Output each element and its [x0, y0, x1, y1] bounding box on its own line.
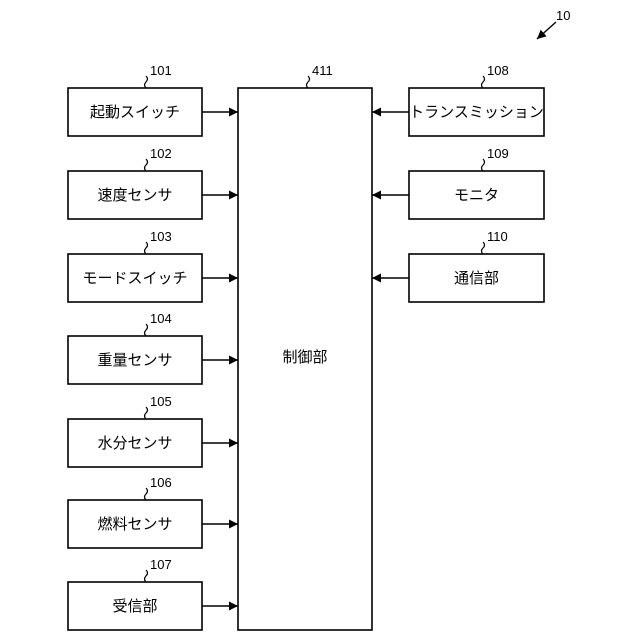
block-label: トランスミッション	[409, 103, 544, 121]
figure-ref-number: 10	[556, 8, 570, 23]
controller-block: 制御部 411	[238, 63, 372, 630]
ref-leader	[482, 76, 485, 88]
ref-leader	[145, 488, 148, 500]
ref-leader	[145, 159, 148, 171]
ref-number: 103	[150, 229, 172, 244]
block-label: 受信部	[112, 597, 157, 615]
ref-number: 110	[487, 229, 508, 244]
ref-number: 101	[150, 63, 172, 78]
block-label: 起動スイッチ	[90, 103, 180, 121]
block-label: 燃料センサ	[97, 515, 172, 533]
ref-leader	[145, 407, 148, 419]
ref-leader	[482, 242, 485, 254]
ref-leader	[145, 324, 148, 336]
input-block: 受信部 107	[68, 557, 238, 630]
controller-label: 制御部	[282, 348, 327, 366]
block-label: 通信部	[454, 269, 499, 287]
ref-number: 105	[150, 394, 172, 409]
ref-number: 102	[150, 146, 172, 161]
input-block: 通信部 110	[372, 229, 544, 302]
ref-leader	[145, 242, 148, 254]
block-label: 水分センサ	[97, 434, 172, 452]
input-block: モニタ 109	[372, 146, 544, 219]
left-input-blocks: 起動スイッチ 101 速度センサ 102 モードスイッチ 103 重量センサ 104 水分センサ…	[68, 63, 238, 630]
ref-number: 108	[487, 63, 509, 78]
ref-leader	[145, 570, 148, 582]
ref-number: 104	[150, 311, 172, 326]
block-label: モードスイッチ	[82, 269, 187, 287]
ref-number: 107	[150, 557, 172, 572]
figure-ref-arrow	[537, 22, 556, 39]
ref-leader	[145, 76, 148, 88]
input-block: 速度センサ 102	[68, 146, 238, 219]
input-block: トランスミッション 108	[372, 63, 544, 136]
input-block: モードスイッチ 103	[68, 229, 238, 302]
ref-number: 109	[487, 146, 509, 161]
right-input-blocks: トランスミッション 108 モニタ 109 通信部 110	[372, 63, 544, 302]
controller-ref-number: 411	[312, 63, 333, 78]
block-label: 速度センサ	[97, 186, 172, 204]
input-block: 重量センサ 104	[68, 311, 238, 384]
block-label: 重量センサ	[97, 351, 172, 369]
input-block: 起動スイッチ 101	[68, 63, 238, 136]
block-label: モニタ	[454, 186, 499, 204]
ref-leader	[482, 159, 485, 171]
input-block: 水分センサ 105	[68, 394, 238, 467]
input-block: 燃料センサ 106	[68, 475, 238, 548]
figure-reference: 10	[537, 8, 570, 39]
ref-number: 106	[150, 475, 172, 490]
controller-ref-leader	[307, 76, 310, 88]
